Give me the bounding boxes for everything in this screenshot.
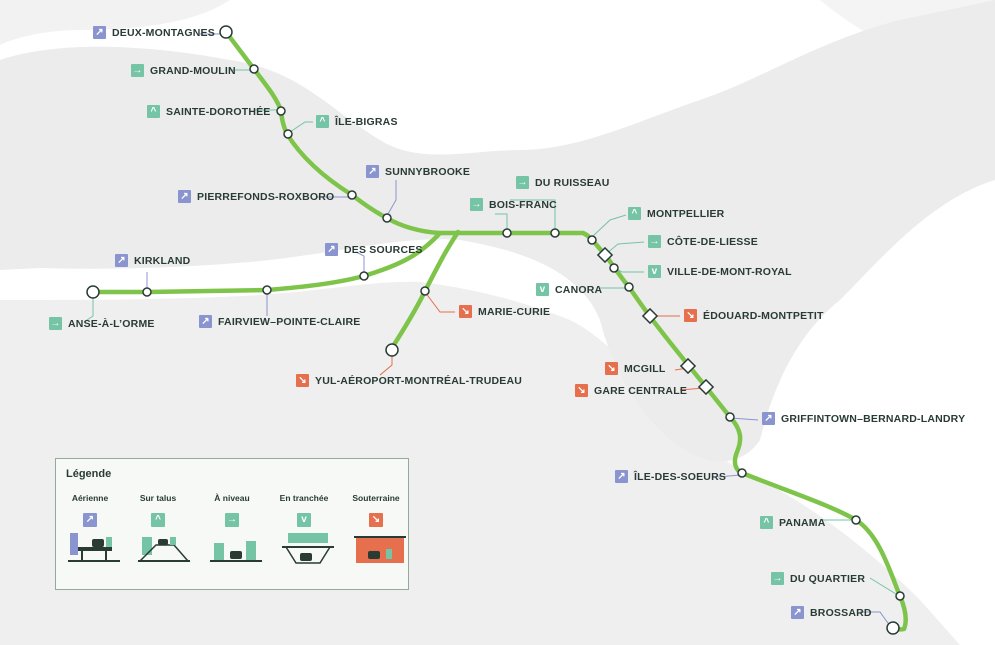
label-grand-moulin[interactable]: →GRAND-MOULIN [131,64,236,77]
stations [86,25,905,635]
legend-title: Légende [66,468,112,480]
arrow-up-right-icon: ↗ [366,165,379,178]
label-sainte-dorothee[interactable]: ^SAINTE-DOROTHÉE [147,105,271,118]
station-ville-de-mont-royal[interactable] [609,263,619,273]
label-ile-des-soeurs[interactable]: ↗ÎLE-DES-SOEURS [615,470,726,483]
arrow-right-icon: → [771,572,784,585]
arrow-up-right-icon: ↗ [791,606,804,619]
station-griffintown[interactable] [725,412,735,422]
arrow-down-right-icon: ↘ [369,513,383,527]
station-sainte-dorothee[interactable] [276,106,286,116]
station-cote-de-liesse[interactable] [596,246,614,264]
label-sunnybrooke[interactable]: ↗SUNNYBROOKE [366,165,470,178]
label-pierrefonds-roxboro[interactable]: ↗PIERREFONDS-ROXBORO [178,190,334,203]
station-brossard[interactable] [886,621,900,635]
station-montpellier[interactable] [587,235,597,245]
label-cote-de-liesse[interactable]: →CÔTE-DE-LIESSE [648,235,758,248]
label-ile-bigras[interactable]: ^ÎLE-BIGRAS [316,115,398,128]
station-marie-curie[interactable] [420,286,430,296]
chevron-up-icon: ^ [147,105,160,118]
arrow-down-right-icon: ↘ [459,305,472,318]
label-brossard[interactable]: ↗BROSSARD [791,606,872,619]
station-ile-bigras[interactable] [283,129,293,139]
legend-item-talus: Sur talus ^ [139,493,177,527]
arrow-right-icon: → [49,317,62,330]
arrow-right-icon: → [648,235,661,248]
arrow-right-icon: → [225,513,239,527]
station-gare-centrale[interactable] [697,378,715,396]
station-edouard-montpetit[interactable] [641,307,659,325]
arrow-down-right-icon: ↘ [575,384,588,397]
chevron-down-icon: v [648,265,661,278]
legend-niveau-illustration [210,541,262,562]
label-anse-a-l-orme[interactable]: →ANSE-À-L’ORME [49,317,155,330]
station-panama[interactable] [851,515,861,525]
chevron-down-icon: v [297,513,311,527]
label-des-sources[interactable]: ↗DES SOURCES [325,243,423,256]
chevron-up-icon: ^ [760,516,773,529]
station-ile-des-soeurs[interactable] [737,468,747,478]
station-canora[interactable] [624,282,634,292]
legend-item-souterraine: Souterraine ↘ [352,493,400,527]
arrow-up-right-icon: ↗ [115,254,128,267]
legend-talus-illustration [138,537,190,562]
legend-item-aerienne: Aérienne ↗ [71,493,109,527]
arrow-right-icon: → [470,198,483,211]
station-sunnybrooke[interactable] [382,213,392,223]
legend-aerienne-illustration [68,533,120,562]
arrow-up-right-icon: ↗ [325,243,338,256]
label-bois-franc[interactable]: →BOIS-FRANC [470,198,557,211]
label-fairview[interactable]: ↗FAIRVIEW–POINTE-CLAIRE [199,315,360,328]
station-du-quartier[interactable] [895,591,905,601]
station-fairview[interactable] [262,285,272,295]
legend-tranchee-illustration [282,533,334,564]
chevron-down-icon: v [536,283,549,296]
legend-item-niveau: À niveau → [214,493,250,527]
arrow-up-right-icon: ↗ [762,412,775,425]
label-panama[interactable]: ^PANAMA [760,516,826,529]
station-anse-a-l-orme[interactable] [86,285,100,299]
station-pierrefonds-roxboro[interactable] [347,190,357,200]
station-du-ruisseau[interactable] [550,228,560,238]
label-du-quartier[interactable]: →DU QUARTIER [771,572,866,585]
station-kirkland[interactable] [142,287,152,297]
label-gare-centrale[interactable]: ↘GARE CENTRALE [575,384,687,397]
legend-souterraine-illustration [354,536,406,563]
label-edouard-montpetit[interactable]: ↘ÉDOUARD-MONTPETIT [684,309,824,322]
station-yul[interactable] [385,343,399,357]
chevron-up-icon: ^ [151,513,165,527]
station-mcgill[interactable] [679,357,697,375]
arrow-up-right-icon: ↗ [93,26,106,39]
arrow-right-icon: → [516,176,529,189]
legend: Légende Aérienne ↗ Sur talus ^ À niveau … [55,458,409,590]
label-montpellier[interactable]: ^MONTPELLIER [628,207,724,220]
station-deux-montagnes[interactable] [219,25,233,39]
label-griffintown[interactable]: ↗GRIFFINTOWN–BERNARD-LANDRY [762,412,965,425]
label-kirkland[interactable]: ↗KIRKLAND [115,254,190,267]
chevron-up-icon: ^ [628,207,641,220]
chevron-up-icon: ^ [316,115,329,128]
arrow-up-right-icon: ↗ [178,190,191,203]
label-du-ruisseau[interactable]: →DU RUISSEAU [516,176,610,189]
arrow-right-icon: → [131,64,144,77]
label-mcgill[interactable]: ↘MCGILL [605,362,665,375]
station-des-sources[interactable] [359,271,369,281]
station-bois-franc[interactable] [502,228,512,238]
arrow-down-right-icon: ↘ [684,309,697,322]
label-yul[interactable]: ↘YUL-AÉROPORT-MONTRÉAL-TRUDEAU [296,374,522,387]
arrow-up-right-icon: ↗ [83,513,97,527]
arrow-down-right-icon: ↘ [605,362,618,375]
arrow-up-right-icon: ↗ [199,315,212,328]
leader-lines [83,33,897,627]
legend-item-tranchee: En tranchée v [279,493,329,527]
label-marie-curie[interactable]: ↘MARIE-CURIE [459,305,550,318]
label-deux-montagnes[interactable]: ↗DEUX-MONTAGNES [93,26,215,39]
arrow-up-right-icon: ↗ [615,470,628,483]
arrow-down-right-icon: ↘ [296,374,309,387]
station-grand-moulin[interactable] [249,64,259,74]
